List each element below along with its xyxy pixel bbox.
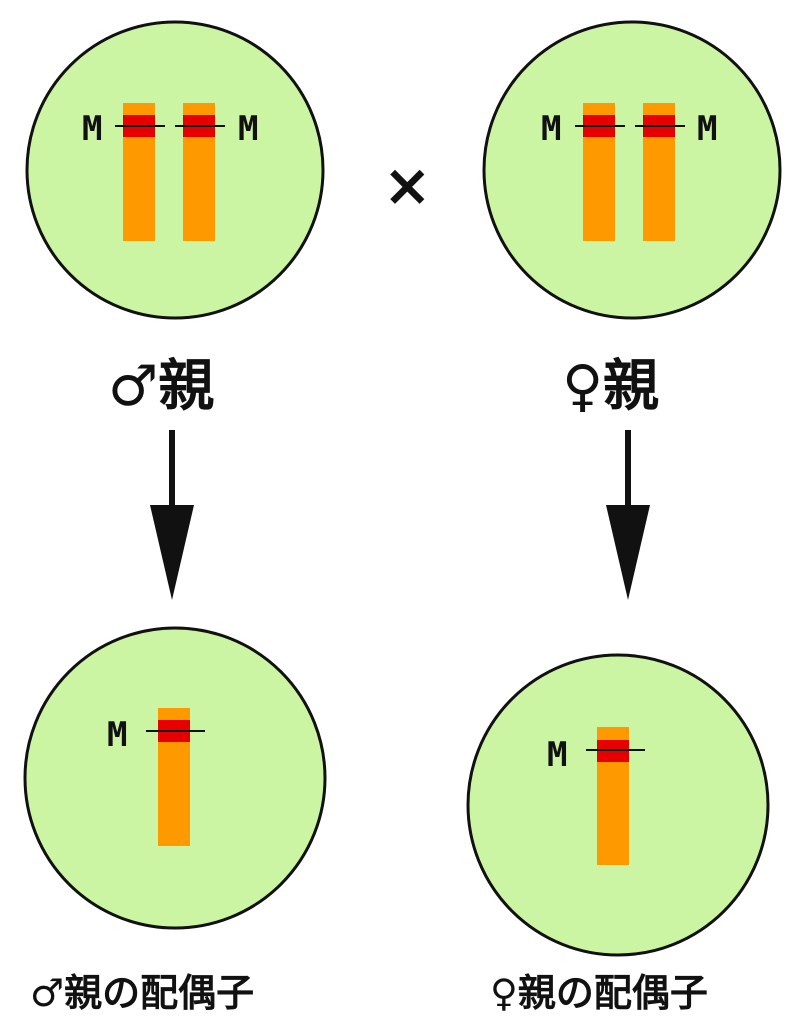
female-gamete-gene: M — [547, 735, 567, 775]
female-gamete-cell: M — [466, 653, 770, 957]
female-parent-gene-left: M — [541, 109, 561, 149]
female-arrow-head — [606, 505, 650, 600]
male-parent-label: ♂親 — [108, 354, 214, 419]
male-parent-gene-left: M — [82, 109, 102, 149]
male-parent-cell-body — [25, 20, 325, 320]
female-parent-gene-right: M — [697, 109, 717, 149]
female-parent-cell: M M — [482, 20, 782, 320]
female-parent-label: ♀親 — [562, 354, 659, 419]
male-gamete-cell: M — [23, 626, 327, 930]
female-gamete-label: ♀親の配偶子 — [490, 971, 708, 1015]
male-parent-gene-right: M — [238, 109, 258, 149]
male-gamete-label: ♂親の配偶子 — [30, 971, 254, 1015]
male-arrow — [150, 430, 194, 600]
male-parent-cell: M M — [25, 20, 325, 320]
female-parent-cell-body — [482, 20, 782, 320]
cross-symbol: × — [383, 151, 432, 219]
male-arrow-head — [150, 505, 194, 600]
female-arrow — [606, 430, 650, 600]
male-gamete-gene: M — [107, 715, 127, 755]
